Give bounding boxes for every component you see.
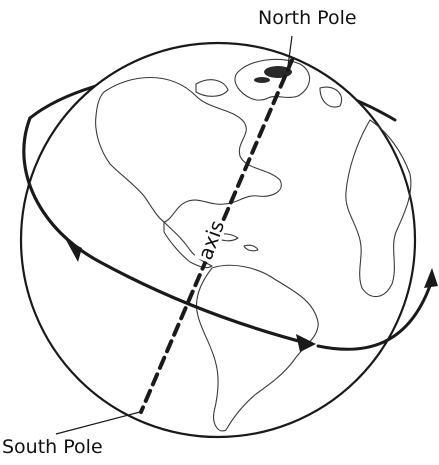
south-pole-label: South Pole (2, 438, 103, 457)
south-pole-pointer (56, 412, 140, 434)
arctic-shading (254, 77, 270, 83)
orbit-arrowhead-right (424, 268, 438, 288)
north-pole-label: North Pole (258, 9, 357, 28)
